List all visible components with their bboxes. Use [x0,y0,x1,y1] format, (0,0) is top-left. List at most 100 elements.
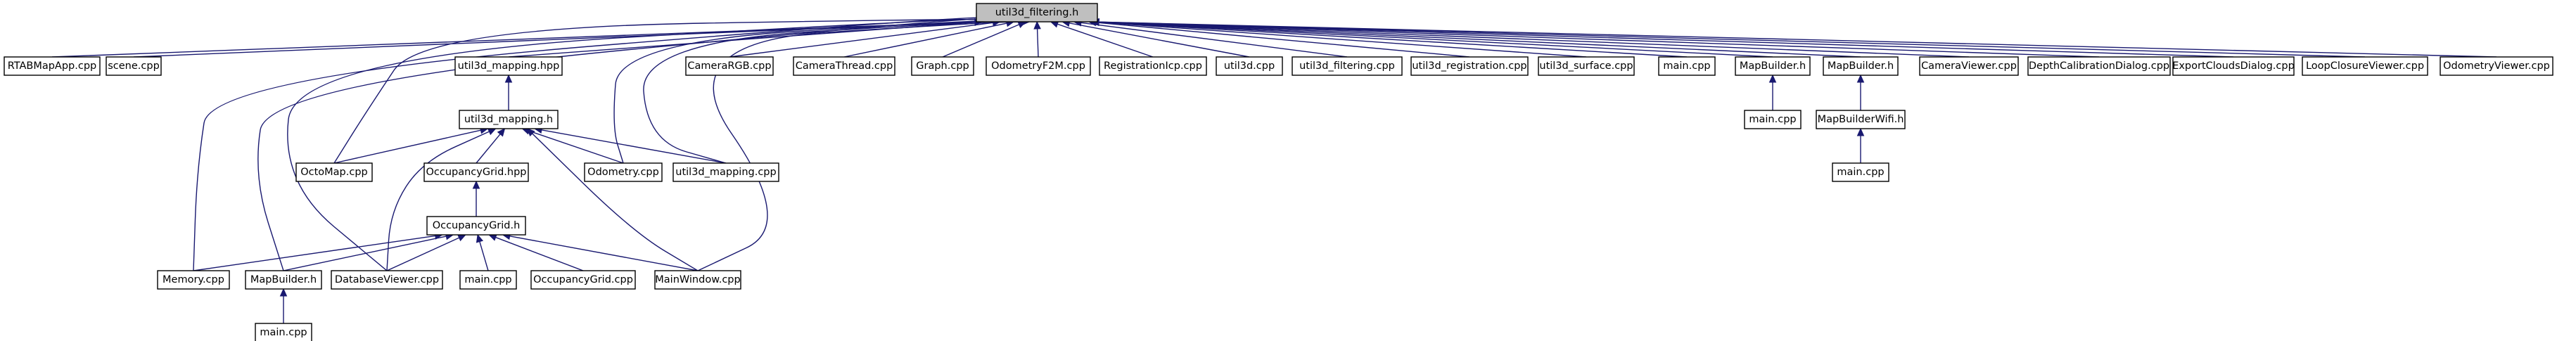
node-box [245,270,322,290]
node-label: LoopClosureViewer.cpp [2306,60,2424,72]
node-label: MapBuilder.h [250,274,317,285]
edge-mapbuilderh2-to-root [1098,21,1861,58]
edge-odomviewer-to-root [1098,21,2497,58]
node-box [672,162,779,182]
edge-filtcpp-to-root [1080,22,1348,58]
node-main5[interactable]: main.cpp [255,323,312,341]
edge-mainwindow-to-root [697,21,1022,271]
node-main3[interactable]: main.cpp [1832,162,1889,182]
arrowhead-mainwindow-to-mappingh [526,128,535,137]
node-mapbuilderwifi[interactable]: MapBuilderWifi.h [1816,110,1906,129]
node-label: MapBuilderWifi.h [1818,114,1904,125]
node-odometry[interactable]: Odometry.cpp [584,162,663,182]
node-box [423,162,529,182]
edge-dbviewer-to-root [287,18,1023,271]
node-mapbuilderh3[interactable]: MapBuilder.h [245,270,322,290]
node-camviewer[interactable]: CameraViewer.cpp [1919,56,2019,76]
node-main4[interactable]: main.cpp [459,270,517,290]
node-label: MainWindow.cpp [655,274,740,285]
node-exportclouds[interactable]: ExportCloudsDialog.cpp [2172,56,2295,76]
node-box [1832,162,1889,182]
node-rtabmapapp[interactable]: RTABMapApp.cpp [4,56,101,76]
node-depthcal[interactable]: DepthCalibrationDialog.cpp [2027,56,2171,76]
node-main1[interactable]: main.cpp [1658,56,1716,76]
edge-octomap-to-root [333,18,1022,164]
node-box [1538,56,1635,76]
node-mainwindow[interactable]: MainWindow.cpp [654,270,741,290]
node-box [2440,56,2553,76]
node-box [1919,56,2019,76]
node-label: MapBuilder.h [1740,60,1806,72]
node-box [685,56,774,76]
node-util3dcpp[interactable]: util3d.cpp [1216,56,1283,76]
node-label: util3d_mapping.h [464,114,553,125]
edge-regcpp-to-root [1095,22,1470,58]
node-label: OdometryViewer.cpp [2443,60,2550,72]
node-root[interactable]: util3d_filtering.h [976,3,1098,22]
node-mappingh[interactable]: util3d_mapping.h [459,110,559,129]
arrowhead-main3-to-mapbuilderwifi [1856,127,1865,136]
edge-loopclosure-to-root [1098,21,2366,58]
edge-camerathread-to-root [843,22,1007,58]
edge-mappingcpp-to-mappingh [541,129,727,164]
node-occgridh[interactable]: OccupancyGrid.h [426,216,526,236]
node-box [976,3,1098,22]
edge-util3dcpp-to-root [1069,22,1250,58]
node-regcpp[interactable]: util3d_registration.cpp [1410,56,1529,76]
node-box [157,270,230,290]
node-odomf2m[interactable]: OdometryF2M.cpp [986,56,1091,76]
arrowhead-occgridh-to-occgridhpp [472,180,480,189]
edge-dbviewer-to-occgridh [386,237,459,271]
node-occgridcpp[interactable]: OccupancyGrid.cpp [530,270,636,290]
node-regicp[interactable]: RegistrationIcp.cpp [1099,56,1207,76]
node-box [2172,56,2295,76]
node-memory[interactable]: Memory.cpp [157,270,230,290]
node-occgridhpp[interactable]: OccupancyGrid.hpp [423,162,529,182]
arrowhead-dbviewer-to-occgridh [457,234,466,242]
node-label: util3d_mapping.cpp [675,167,776,178]
node-label: scene.cpp [108,60,160,72]
node-label: main.cpp [1749,114,1796,125]
node-mappinghpp[interactable]: util3d_mapping.hpp [454,56,563,76]
node-box [530,270,636,290]
node-box [1658,56,1716,76]
node-box [986,56,1091,76]
node-octomap[interactable]: OctoMap.cpp [295,162,373,182]
node-label: RTABMapApp.cpp [8,60,97,72]
node-graphcpp[interactable]: Graph.cpp [911,56,974,76]
edge-odometry-to-root [613,20,1022,164]
node-label: Graph.cpp [916,60,969,72]
node-label: util3d_surface.cpp [1539,60,1633,72]
node-label: OdometryF2M.cpp [991,60,1085,72]
node-loopclosure[interactable]: LoopClosureViewer.cpp [2302,56,2428,76]
node-filtcpp[interactable]: util3d_filtering.cpp [1292,56,1403,76]
node-odomviewer[interactable]: OdometryViewer.cpp [2440,56,2553,76]
node-camerargb[interactable]: CameraRGB.cpp [685,56,774,76]
node-mapbuilderh1[interactable]: MapBuilder.h [1735,56,1811,76]
node-box [1292,56,1403,76]
node-box [1099,56,1207,76]
edge-memory-to-occgridh [193,235,435,271]
node-main2[interactable]: main.cpp [1744,110,1802,129]
edge-mapbuilderh3-to-root [257,17,1023,271]
node-surfcpp[interactable]: util3d_surface.cpp [1538,56,1635,76]
node-scene[interactable]: scene.cpp [106,56,162,76]
edge-mapbuilderh1-to-root [1098,21,1773,58]
arrowhead-mapbuilderwifi-to-mapbuilderh2 [1856,74,1865,83]
node-box [1216,56,1283,76]
node-mappingcpp[interactable]: util3d_mapping.cpp [672,162,779,182]
node-camerathread[interactable]: CameraThread.cpp [793,56,895,76]
edge-main1-to-root [1098,21,1688,58]
edge-exportclouds-to-root [1098,21,2234,58]
edge-mapbuilderh3-to-occgridh [283,236,447,271]
node-box [459,110,559,129]
node-box [454,56,563,76]
node-label: DepthCalibrationDialog.cpp [2029,60,2169,72]
node-dbviewer[interactable]: DatabaseViewer.cpp [331,270,443,290]
edge-odometry-to-mappingh [528,130,624,164]
node-box [1823,56,1899,76]
node-label: CameraThread.cpp [796,60,893,72]
node-label: OccupancyGrid.h [433,220,521,231]
node-mapbuilderh2[interactable]: MapBuilder.h [1823,56,1899,76]
